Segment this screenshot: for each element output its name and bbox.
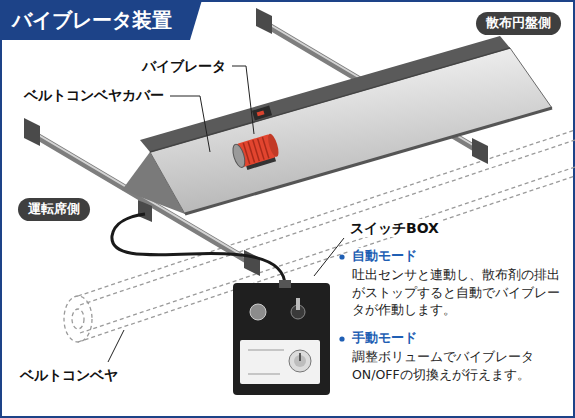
title-banner xyxy=(0,0,202,40)
switch-box-housing xyxy=(233,283,330,395)
vibrator xyxy=(231,133,282,173)
control-panel xyxy=(240,340,320,384)
switch-box xyxy=(233,280,330,395)
cable-gland xyxy=(279,280,291,288)
location-tag: 運転席側 xyxy=(18,198,90,221)
bracket xyxy=(244,250,260,276)
bullet xyxy=(339,336,344,341)
terminal-lamp xyxy=(257,111,265,117)
belt-roller xyxy=(64,296,92,342)
mode-description: 吐出センサと連動し、散布剤の排出がストップすると自動でバイブレータが作動します。 xyxy=(350,266,564,319)
bullet xyxy=(339,254,344,259)
leader-line xyxy=(232,66,254,134)
belt-roller xyxy=(72,309,84,329)
tag-text: 運転席側 xyxy=(28,201,80,217)
dial-scale xyxy=(248,374,280,375)
cover-lip xyxy=(185,108,552,214)
vibrator-ribs xyxy=(243,137,269,164)
leader-line xyxy=(108,330,124,362)
tag-text: 散布円盤側 xyxy=(486,15,551,31)
bracket xyxy=(472,138,488,164)
mode-heading: 自動モード xyxy=(350,248,419,265)
mode-heading: 手動モード xyxy=(350,330,419,347)
dial-scale xyxy=(248,350,284,351)
mode-description: 調整ボリュームでバイブレータON/OFFの切換えが行えます。 xyxy=(350,348,538,383)
cable xyxy=(112,214,285,286)
leader-line xyxy=(314,238,344,276)
toggle-lever xyxy=(296,298,300,310)
leader-lines xyxy=(108,66,344,362)
dial-pointer xyxy=(299,353,301,361)
title-text: バイブレータ装置 xyxy=(12,7,172,33)
leader-line xyxy=(170,96,210,152)
location-tag: 散布円盤側 xyxy=(476,12,561,35)
rib xyxy=(262,137,268,158)
vibrator-end-cap xyxy=(231,143,248,169)
part-label: バイブレータ xyxy=(140,57,228,75)
vibrator-end-cap xyxy=(266,133,281,158)
brackets xyxy=(24,8,488,276)
vibrator-terminal xyxy=(252,106,272,121)
terminal-box xyxy=(252,106,272,121)
part-label: ベルトコンベヤ xyxy=(18,366,120,384)
connector xyxy=(250,304,266,320)
volume-dial xyxy=(289,350,311,372)
bracket xyxy=(256,8,272,34)
bracket xyxy=(24,118,40,146)
part-label: ベルトコンベヤカバー xyxy=(22,86,166,104)
conveyor-cover xyxy=(122,36,552,214)
bracket xyxy=(138,200,152,222)
part-label: スイッチBOX xyxy=(348,219,441,237)
